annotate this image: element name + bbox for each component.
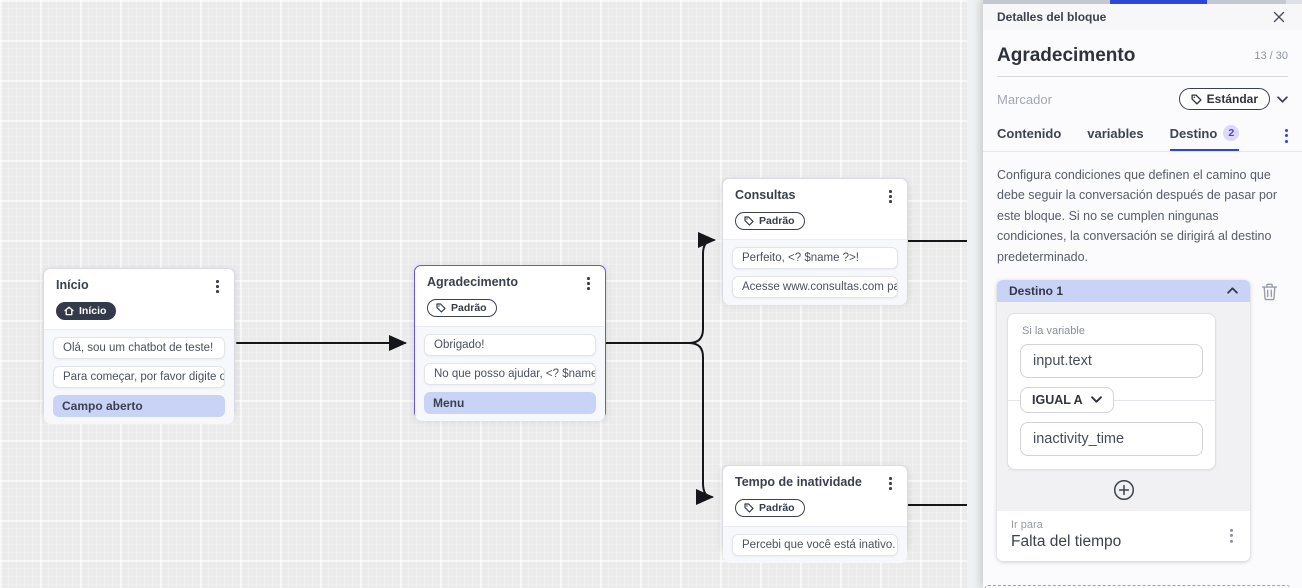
chevron-down-icon[interactable] bbox=[1277, 95, 1288, 103]
tab-contenido[interactable]: Contenido bbox=[997, 126, 1062, 141]
marker-placeholder[interactable]: Marcador bbox=[997, 91, 1052, 107]
tag-icon bbox=[744, 503, 754, 513]
badge-label: Padrão bbox=[759, 501, 795, 514]
home-icon bbox=[64, 306, 74, 316]
marker-badge: Padrão bbox=[735, 211, 805, 230]
chip-label: Estándar bbox=[1206, 92, 1258, 106]
node-body: Perfeito, <? $name ?>! Acesse www.consul… bbox=[723, 238, 907, 305]
variable-input[interactable] bbox=[1020, 343, 1203, 378]
condition-card: Si la variable IGUAL A bbox=[1007, 312, 1216, 470]
badge-label: Padrão bbox=[759, 214, 795, 227]
condition-label: Si la variable bbox=[1022, 324, 1085, 337]
chevron-down-icon bbox=[1090, 396, 1102, 404]
marker-badge: Padrão bbox=[735, 498, 805, 517]
panel-title: Detalles del bloque bbox=[997, 10, 1107, 24]
tag-icon bbox=[744, 216, 754, 226]
close-icon[interactable] bbox=[1273, 11, 1285, 23]
tabs-overflow-menu-icon[interactable] bbox=[1285, 128, 1288, 151]
node-consultas-header: Consultas Padrão bbox=[723, 179, 907, 239]
add-destination-button[interactable]: Agregar destino bbox=[985, 584, 1290, 588]
panel-header: Detalles del bloque bbox=[983, 4, 1302, 30]
node-menu-icon[interactable] bbox=[886, 188, 895, 205]
badge-label: Início bbox=[79, 304, 107, 317]
destination-card: Destino 1 Si la variable IGUAL A bbox=[997, 279, 1250, 561]
node-inicio-header: Início Início bbox=[44, 269, 234, 329]
node-body: Percebi que você está inativo. C... bbox=[723, 525, 907, 563]
top-tab-indicator bbox=[1110, 0, 1207, 4]
goto-menu-icon[interactable] bbox=[1230, 528, 1233, 543]
node-title: Início bbox=[56, 278, 89, 292]
operator-label: IGUAL A bbox=[1032, 392, 1083, 407]
marker-chip[interactable]: Estándar bbox=[1178, 88, 1270, 110]
char-counter: 13 / 30 bbox=[1254, 50, 1288, 62]
node-agradecimento[interactable]: Agradecimento Padrão Obrigado! No que po… bbox=[414, 265, 606, 421]
node-menu-icon[interactable] bbox=[213, 278, 222, 295]
destination-description: Configura condiciones que definen el cam… bbox=[997, 168, 1278, 264]
tab-destino[interactable]: Destino 2 bbox=[1169, 125, 1240, 151]
open-field-row[interactable]: Campo aberto bbox=[53, 394, 225, 417]
block-details-panel: Detalles del bloque Agradecimento 13 / 3… bbox=[983, 0, 1302, 588]
message-bubble[interactable]: No que posso ajudar, <? $name ... bbox=[424, 362, 596, 385]
message-bubble[interactable]: Acesse www.consultas.com par... bbox=[732, 275, 898, 298]
message-bubble[interactable]: Percebi que você está inativo. C... bbox=[732, 533, 898, 556]
flow-canvas[interactable]: Início Início Olá, sou um chatbot de tes… bbox=[0, 0, 967, 588]
tag-icon bbox=[1191, 93, 1202, 105]
tabs-divider bbox=[983, 151, 1302, 152]
operator-dropdown[interactable]: IGUAL A bbox=[1020, 386, 1114, 413]
goto-section[interactable]: Ir para Falta del tiempo bbox=[997, 510, 1250, 561]
edge-agradecimento-consultas bbox=[603, 232, 716, 344]
destination-accordion-header[interactable]: Destino 1 bbox=[997, 279, 1250, 302]
value-input[interactable] bbox=[1020, 421, 1203, 456]
node-menu-icon[interactable] bbox=[584, 275, 593, 292]
badge-label: Padrão bbox=[451, 301, 487, 314]
node-consultas[interactable]: Consultas Padrão Perfeito, <? $name ?>! … bbox=[722, 178, 908, 305]
node-menu-icon[interactable] bbox=[886, 475, 895, 492]
node-title: Tempo de inatividade bbox=[735, 475, 862, 489]
node-title: Consultas bbox=[735, 188, 796, 202]
add-condition-icon[interactable] bbox=[1113, 479, 1135, 501]
top-strip-light bbox=[1286, 0, 1302, 4]
marker-badge: Padrão bbox=[427, 298, 497, 317]
trash-icon[interactable] bbox=[1261, 283, 1278, 301]
message-bubble[interactable]: Para começar, por favor digite o ... bbox=[53, 365, 225, 388]
node-inicio[interactable]: Início Início Olá, sou um chatbot de tes… bbox=[43, 268, 235, 424]
panel-content: Agradecimento 13 / 30 Marcador Estándar … bbox=[983, 30, 1302, 588]
edge-agradecimento-tempo bbox=[688, 342, 714, 505]
node-tempo-header: Tempo de inatividade Padrão bbox=[723, 466, 907, 526]
node-tempo-inatividade[interactable]: Tempo de inatividade Padrão Percebi que … bbox=[722, 465, 908, 563]
destino-count-badge: 2 bbox=[1223, 125, 1240, 141]
canvas-panel-gap bbox=[967, 0, 983, 588]
condition-section: Si la variable IGUAL A bbox=[997, 302, 1250, 511]
menu-row[interactable]: Menu bbox=[424, 391, 596, 414]
panel-tabs: Contenido variables Destino 2 bbox=[997, 125, 1288, 151]
node-agradecimento-header: Agradecimento Padrão bbox=[415, 266, 605, 326]
node-title: Agradecimento bbox=[427, 275, 518, 289]
block-name-input[interactable]: Agradecimento bbox=[997, 45, 1136, 66]
start-badge: Início bbox=[56, 301, 117, 320]
goto-label: Ir para bbox=[1011, 518, 1043, 531]
node-body: Olá, sou um chatbot de teste! Para começ… bbox=[44, 328, 234, 424]
message-bubble[interactable]: Perfeito, <? $name ?>! bbox=[732, 246, 898, 269]
title-underline bbox=[997, 76, 1288, 77]
message-bubble[interactable]: Olá, sou um chatbot de teste! bbox=[53, 336, 225, 359]
tab-variables[interactable]: variables bbox=[1087, 126, 1144, 141]
message-bubble[interactable]: Obrigado! bbox=[424, 333, 596, 356]
tag-icon bbox=[436, 303, 446, 313]
destination-title: Destino 1 bbox=[1009, 283, 1064, 298]
chevron-up-icon[interactable] bbox=[1227, 287, 1238, 294]
goto-value: Falta del tiempo bbox=[1011, 532, 1122, 550]
node-body: Obrigado! No que posso ajudar, <? $name … bbox=[415, 325, 605, 421]
panel-top-strip bbox=[983, 0, 1302, 4]
